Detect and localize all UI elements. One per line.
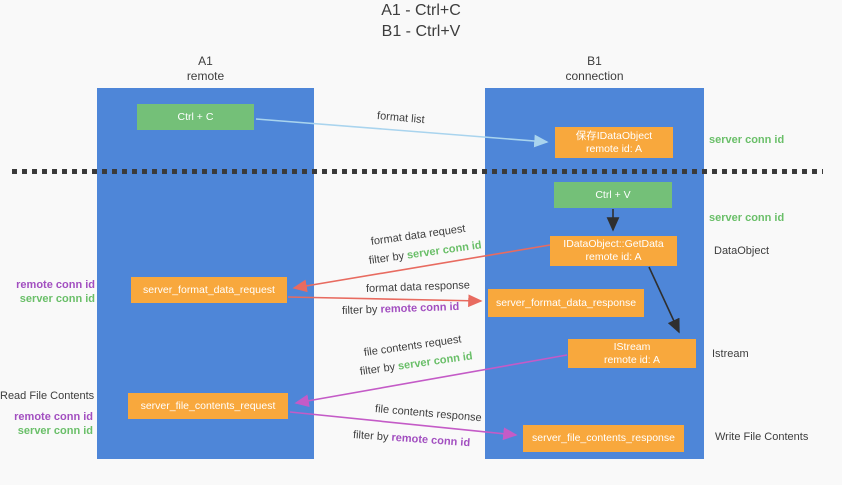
- istream-line-2: remote id: A: [603, 353, 661, 366]
- node-server-format-data-response: server_format_data_response: [488, 289, 644, 317]
- file-response-label: server_file_contents_response: [531, 432, 675, 444]
- file-request-label: server_file_contents_request: [140, 399, 276, 412]
- getdata-line-1: IDataObject::GetData: [563, 238, 664, 250]
- left-remote-conn-id-2: remote conn id: [14, 411, 93, 423]
- node-getdata: IDataObject::GetData remote id: A: [550, 236, 677, 266]
- ctrl-c-label: Ctrl + C: [177, 110, 214, 123]
- lane-a1-subtitle: remote: [186, 69, 225, 83]
- right-server-conn-id-1: server conn id: [709, 134, 785, 146]
- getdata-line-2: remote id: A: [585, 251, 642, 263]
- left-remote-conn-id-1: remote conn id: [16, 279, 95, 291]
- filter-by-text: filter by: [359, 360, 399, 378]
- filter-by-text: filter by: [368, 249, 408, 267]
- boundary-dotted-line: [12, 169, 823, 174]
- title-line-1: A1 - Ctrl+C: [381, 2, 461, 19]
- node-server-format-data-request: server_format_data_request: [131, 277, 287, 303]
- istream-line-1: IStream: [613, 340, 651, 353]
- server-conn-id-text: server conn id: [406, 239, 483, 262]
- node-server-file-contents-request: server_file_contents_request: [128, 393, 288, 419]
- ctrl-v-label: Ctrl + V: [595, 188, 631, 201]
- label-filter-by-remote-conn-id-2: filter by remote conn id: [353, 429, 471, 450]
- format-request-label: server_format_data_request: [143, 283, 275, 296]
- remote-conn-id-text: remote conn id: [380, 300, 460, 316]
- lane-b1-header: B1 connection: [485, 54, 704, 84]
- label-format-list: format list: [376, 110, 426, 127]
- diagram-title: A1 - Ctrl+C B1 - Ctrl+V: [0, 0, 842, 42]
- format-response-label: server_format_data_response: [495, 296, 637, 309]
- filter-by-text: filter by: [352, 429, 392, 444]
- lane-b1-subtitle: connection: [565, 69, 624, 83]
- left-server-conn-id-2: server conn id: [17, 425, 93, 437]
- lane-a1-name: A1: [198, 54, 213, 68]
- left-read-file-contents-label: Read File Contents: [0, 390, 95, 402]
- remote-conn-id-text: remote conn id: [391, 431, 471, 450]
- node-ctrl-v: Ctrl + V: [554, 182, 672, 208]
- save-dataobject-line-2: remote id: A: [585, 142, 643, 155]
- node-save-dataobject: 保存IDataObject remote id: A: [555, 127, 673, 158]
- save-dataobject-line-1: 保存IDataObject: [575, 129, 653, 142]
- label-format-data-response: format data response: [365, 279, 471, 295]
- right-server-conn-id-2: server conn id: [709, 212, 785, 224]
- right-write-file-contents-label: Write File Contents: [715, 431, 809, 443]
- title-line-2: B1 - Ctrl+V: [381, 23, 461, 40]
- left-server-conn-id-1: server conn id: [19, 293, 95, 305]
- lane-a1-header: A1 remote: [97, 54, 314, 84]
- label-filter-by-remote-conn-id-1: filter by remote conn id: [342, 301, 460, 318]
- right-istream-label: Istream: [712, 348, 749, 360]
- lane-b1-name: B1: [587, 54, 602, 68]
- node-istream: IStream remote id: A: [568, 339, 696, 368]
- node-ctrl-c: Ctrl + C: [137, 104, 254, 130]
- node-server-file-contents-response: server_file_contents_response: [523, 425, 684, 452]
- label-file-contents-response: file contents response: [374, 403, 483, 425]
- filter-by-text: filter by: [341, 303, 381, 317]
- right-dataobject-label: DataObject: [714, 245, 770, 257]
